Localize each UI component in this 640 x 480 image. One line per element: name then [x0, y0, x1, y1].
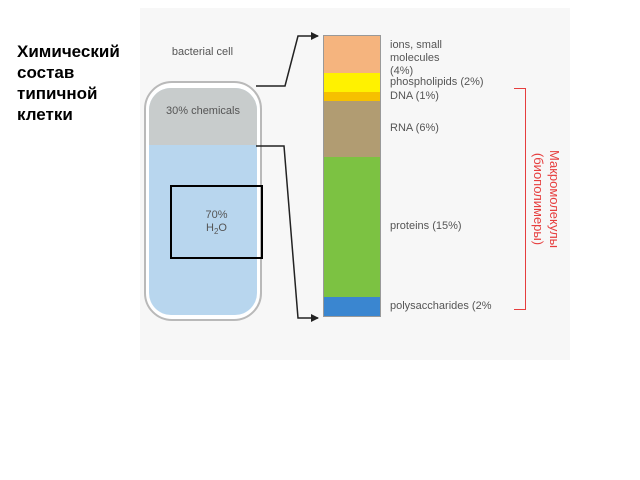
- composition-segment: [324, 297, 380, 316]
- composition-label: RNA (6%): [390, 122, 439, 135]
- macromolecules-bracket: [514, 88, 526, 310]
- bacterial-cell-label: bacterial cell: [171, 46, 234, 58]
- water-label: 70% H2O: [172, 209, 261, 238]
- composition-segment: [324, 157, 380, 298]
- macromolecules-label: Макромолекулы (биополимеры): [530, 119, 562, 279]
- composition-segment: [324, 36, 380, 74]
- composition-segment: [324, 101, 380, 158]
- water-formula-h: H: [206, 222, 214, 234]
- composition-segment: [324, 73, 380, 92]
- composition-label: polysaccharides (2%: [390, 299, 492, 312]
- water-box: 70% H2O: [170, 185, 263, 259]
- page-title: Химический состав типичной клетки: [17, 42, 120, 124]
- composition-label: phospholipids (2%): [390, 75, 484, 88]
- chemicals-label: 30% chemicals: [166, 105, 240, 117]
- composition-label: proteins (15%): [390, 220, 462, 233]
- upper-connector-arrow: [256, 32, 319, 87]
- water-percent: 70%: [205, 209, 228, 221]
- chemicals-region: 30% chemicals: [149, 88, 257, 145]
- composition-bar: [323, 35, 381, 317]
- composition-label: ions, small molecules (4%): [390, 39, 442, 77]
- water-formula-o: O: [218, 222, 227, 234]
- composition-label: DNA (1%): [390, 89, 439, 102]
- water-formula-sub: 2: [213, 227, 219, 237]
- lower-connector-arrow: [256, 145, 319, 322]
- composition-segment: [324, 91, 380, 102]
- bacterial-cell-interior: 30% chemicals: [149, 88, 257, 315]
- macromolecules-label-line1: Макромолекулы: [547, 149, 562, 249]
- macromolecules-label-line2: (биополимеры): [531, 152, 546, 246]
